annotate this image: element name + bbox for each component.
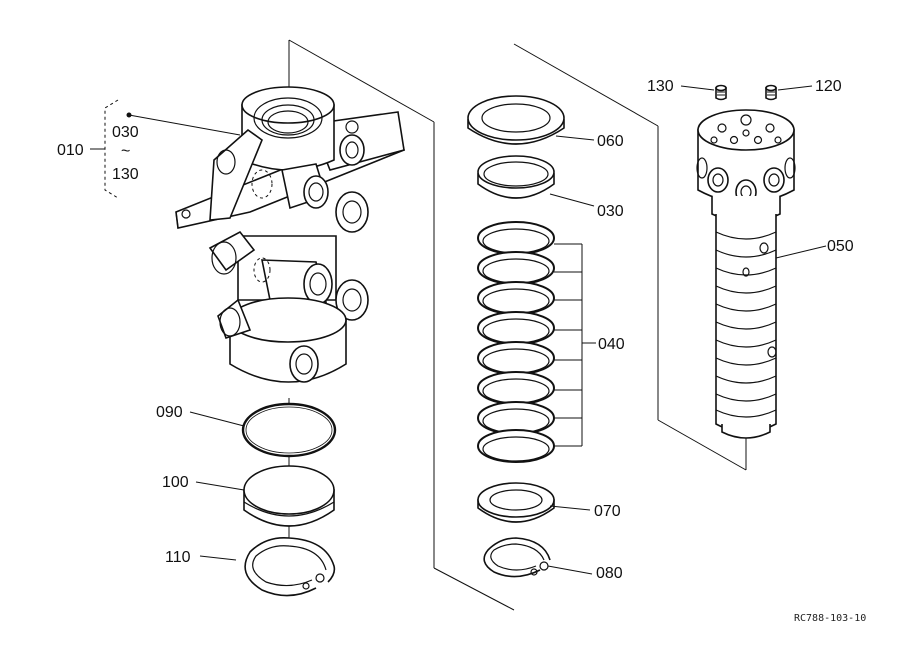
seal-ring-8 [477,429,555,463]
callout-050: 050 [827,238,854,255]
callout-070: 070 [594,503,621,520]
cover-100: 100 [162,465,335,527]
seal-ring-1 [477,221,555,255]
seal-ring-4 [477,311,555,345]
seal-ring-2 [477,251,555,285]
callout-030: 030 [597,203,624,220]
swivel-joint-body [175,86,405,383]
callout-130: 130 [647,78,674,95]
seal-ring-5 [477,341,555,375]
callout-range-end: 130 [112,166,139,183]
seal-ring-3 [477,281,555,315]
seal-030: 030 [477,155,624,220]
snap-ring-110: 110 [165,536,336,597]
frame-lines [288,39,747,611]
washer-060: 060 [467,95,624,150]
seal-stack-040: 040 [477,221,625,463]
callout-120: 120 [815,78,842,95]
washer-070: 070 [477,482,621,523]
callout-range-start: 030 [112,124,139,141]
callout-090: 090 [156,404,183,421]
plug-130: 130 [647,78,727,101]
callout-080: 080 [596,565,623,582]
o-ring-090: 090 [156,402,337,458]
callout-060: 060 [597,133,624,150]
callout-100: 100 [162,474,189,491]
group-bracket-010: 010 030 ~ 130 [57,99,241,199]
plug-120: 120 [765,78,842,101]
rotor-spindle-050: 050 [696,109,854,439]
callout-110: 110 [165,549,191,566]
seal-stack-bracket [554,243,596,447]
callout-range-tilde: ~ [121,143,130,160]
callout-010: 010 [57,142,84,159]
callout-040: 040 [598,336,625,353]
snap-ring-080: 080 [483,537,623,582]
drawing-code: RC788-103-10 [794,613,866,624]
seal-ring-6 [477,371,555,405]
